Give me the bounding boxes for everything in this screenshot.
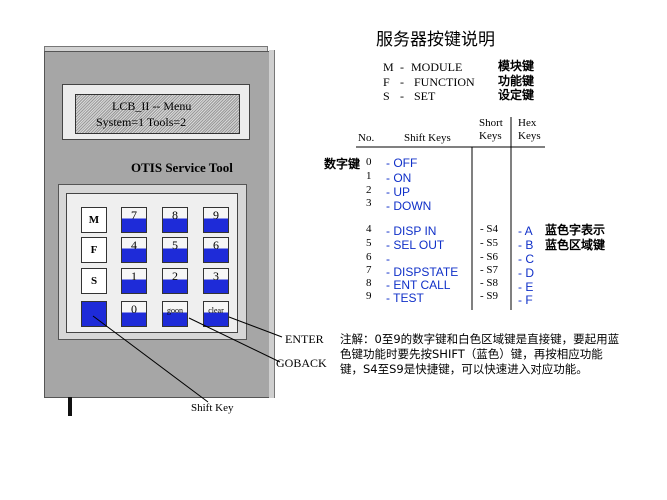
- row-no: 3: [366, 197, 372, 209]
- header-hex-keys: Hex Keys: [518, 117, 541, 142]
- brand-label: OTIS Service Tool: [131, 160, 233, 175]
- numeric-keys-label: 数字键: [324, 157, 361, 171]
- row-short: - S6: [480, 251, 499, 263]
- legend-cn-module: 模块键: [498, 59, 535, 73]
- device-stand-leg: [68, 397, 72, 416]
- enter-callout-line: [228, 316, 283, 338]
- key-clear[interactable]: clear: [203, 301, 229, 327]
- row-no: 4: [366, 223, 372, 235]
- row-no: 7: [366, 264, 372, 276]
- legend-letter-f: F: [383, 75, 390, 89]
- row-short: - S9: [480, 290, 499, 302]
- key-set[interactable]: S: [81, 268, 107, 294]
- key-function[interactable]: F: [81, 237, 107, 263]
- row-shift: - DISPSTATE: [386, 265, 459, 279]
- key-0[interactable]: 0: [121, 301, 147, 327]
- row-shift: - DISP IN: [386, 224, 437, 238]
- row-shift: - ON: [386, 171, 412, 185]
- row-shift: - TEST: [386, 291, 424, 305]
- legend-dash-m: -: [400, 60, 404, 74]
- usage-note: 注解：0至9的数字键和白色区域键是直接键，要起用蓝色键功能时要先按SHIFT（蓝…: [340, 332, 620, 376]
- goback-callout-label: GOBACK: [276, 356, 327, 370]
- legend-cn-set: 设定键: [498, 88, 535, 102]
- row-short: - S5: [480, 237, 499, 249]
- row-shift: - DOWN: [386, 199, 432, 213]
- key-7[interactable]: 7: [121, 207, 147, 233]
- key-4[interactable]: 4: [121, 237, 147, 263]
- key-9[interactable]: 9: [203, 207, 229, 233]
- row-shift: -: [386, 252, 390, 266]
- row-short: - S7: [480, 264, 499, 276]
- row-short: - S4: [480, 223, 499, 235]
- row-hex: - E: [518, 280, 534, 294]
- legend-name-set: SET: [414, 89, 436, 103]
- device-side-edge: [269, 50, 275, 398]
- row-shift: - ENT CALL: [386, 278, 451, 292]
- row-shift: - SEL OUT: [386, 238, 445, 252]
- row-no: 8: [366, 277, 372, 289]
- row-no: 5: [366, 237, 372, 249]
- header-no: No.: [358, 132, 375, 144]
- row-no: 0: [366, 156, 372, 168]
- key-3[interactable]: 3: [203, 268, 229, 294]
- key-8[interactable]: 8: [162, 207, 188, 233]
- hex-note-line-1: 蓝色字表示: [545, 223, 606, 237]
- legend-cn-function: 功能键: [498, 74, 535, 88]
- row-hex: - D: [518, 266, 534, 280]
- shift-callout-line: [92, 315, 209, 403]
- header-shift-keys: Shift Keys: [404, 132, 451, 144]
- lcd-line-2: System=1 Tools=2: [96, 115, 187, 129]
- key-goon[interactable]: goon: [162, 301, 188, 327]
- shift-key-callout-label: Shift Key: [191, 402, 234, 414]
- legend-letter-s: S: [383, 89, 390, 103]
- row-shift: - UP: [386, 185, 410, 199]
- row-shift: - OFF: [386, 156, 418, 170]
- goback-callout-line: [188, 317, 281, 363]
- row-short: - S8: [480, 277, 499, 289]
- legend-name-function: FUNCTION: [414, 75, 475, 89]
- page-title: 服务器按键说明: [376, 30, 495, 50]
- row-no: 9: [366, 290, 372, 302]
- legend-dash-s: -: [400, 89, 404, 103]
- device-top-edge: [44, 46, 268, 52]
- hex-note-line-2: 蓝色区域键: [545, 238, 606, 252]
- lcd-line-1: LCB_II -- Menu: [112, 99, 192, 113]
- row-no: 6: [366, 251, 372, 263]
- row-hex: - A: [518, 224, 533, 238]
- key-2[interactable]: 2: [162, 268, 188, 294]
- key-1[interactable]: 1: [121, 268, 147, 294]
- legend-dash-f: -: [400, 75, 404, 89]
- header-short-keys: Short Keys: [479, 117, 503, 142]
- key-5[interactable]: 5: [162, 237, 188, 263]
- lcd-screen: [75, 94, 240, 134]
- row-hex: - F: [518, 293, 533, 307]
- row-no: 2: [366, 184, 372, 196]
- key-6[interactable]: 6: [203, 237, 229, 263]
- enter-callout-label: ENTER: [285, 332, 324, 346]
- key-module[interactable]: M: [81, 207, 107, 233]
- row-hex: - C: [518, 252, 534, 266]
- legend-name-module: MODULE: [411, 60, 463, 74]
- row-hex: - B: [518, 238, 534, 252]
- legend-letter-m: M: [383, 60, 394, 74]
- row-no: 1: [366, 170, 372, 182]
